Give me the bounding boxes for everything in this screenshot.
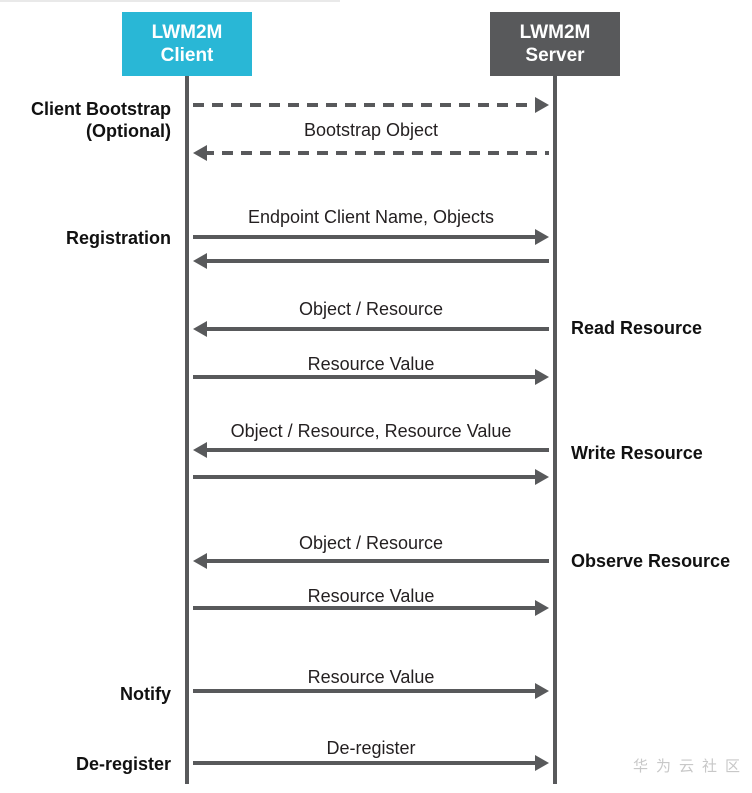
message-label-endpoint-client-name: Endpoint Client Name, Objects	[247, 207, 495, 227]
arrow-read-request	[193, 321, 549, 337]
arrow-bootstrap-request	[193, 97, 549, 113]
arrow-line	[203, 327, 549, 331]
top-edge-line	[0, 0, 340, 2]
section-label-notify: Notify	[120, 684, 171, 704]
arrow-line	[193, 235, 539, 239]
arrowhead-right-icon	[535, 755, 549, 771]
arrow-line	[203, 559, 549, 563]
arrow-write-response	[193, 469, 549, 485]
server-box-line2: Server	[525, 45, 585, 66]
server-lifeline	[553, 76, 557, 784]
message-label-bootstrap-object: Bootstrap Object	[303, 120, 439, 140]
arrow-deregister	[193, 755, 549, 771]
arrowhead-left-icon	[193, 321, 207, 337]
arrow-notify	[193, 683, 549, 699]
arrowhead-left-icon	[193, 442, 207, 458]
arrowhead-right-icon	[535, 97, 549, 113]
section-label-write-resource: Write Resource	[571, 443, 703, 463]
section-label-read-resource: Read Resource	[571, 318, 703, 338]
arrowhead-left-icon	[193, 253, 207, 269]
message-label-observe-object-resource: Object / Resource	[298, 533, 444, 553]
arrowhead-left-icon	[193, 145, 207, 161]
arrowhead-right-icon	[535, 369, 549, 385]
server-box-line1: LWM2M	[519, 22, 591, 43]
message-label-read-resource-value: Resource Value	[307, 354, 435, 374]
message-label-observe-resource-value: Resource Value	[307, 586, 435, 606]
arrow-line	[203, 259, 549, 263]
arrowhead-right-icon	[535, 229, 549, 245]
lwm2m-client-box: LWM2M Client	[122, 12, 252, 76]
arrow-observe-response	[193, 600, 549, 616]
lwm2m-server-box: LWM2M Server	[490, 12, 620, 76]
client-lifeline	[185, 76, 189, 784]
arrow-line	[193, 606, 539, 610]
arrowhead-right-icon	[535, 469, 549, 485]
arrow-line	[203, 448, 549, 452]
message-label-deregister: De-register	[326, 738, 416, 758]
arrowhead-right-icon	[535, 600, 549, 616]
arrow-line	[203, 151, 549, 155]
arrow-register-response	[193, 253, 549, 269]
message-label-notify-resource-value: Resource Value	[307, 667, 435, 687]
client-bootstrap-line2: (Optional)	[86, 121, 171, 141]
arrow-line	[193, 761, 539, 765]
section-label-observe-resource: Observe Resource	[571, 551, 731, 571]
section-label-client-bootstrap: Client Bootstrap (Optional)	[0, 98, 171, 142]
message-label-write-object-resource-value: Object / Resource, Resource Value	[230, 421, 512, 441]
message-label-read-object-resource: Object / Resource	[298, 299, 444, 319]
client-bootstrap-line1: Client Bootstrap	[30, 99, 171, 119]
huawei-cloud-community-watermark: 华为云社区	[632, 758, 748, 775]
arrow-line	[193, 689, 539, 693]
arrow-read-response	[193, 369, 549, 385]
arrow-write-request	[193, 442, 549, 458]
client-box-line2: Client	[160, 45, 214, 66]
arrow-line	[193, 375, 539, 379]
section-label-deregister: De-register	[75, 754, 171, 774]
arrow-register-request	[193, 229, 549, 245]
section-label-registration: Registration	[65, 228, 171, 248]
arrow-line	[193, 103, 539, 107]
arrow-bootstrap-response	[193, 145, 549, 161]
arrowhead-right-icon	[535, 683, 549, 699]
arrow-line	[193, 475, 539, 479]
arrowhead-left-icon	[193, 553, 207, 569]
client-box-line1: LWM2M	[151, 22, 223, 43]
arrow-observe-request	[193, 553, 549, 569]
